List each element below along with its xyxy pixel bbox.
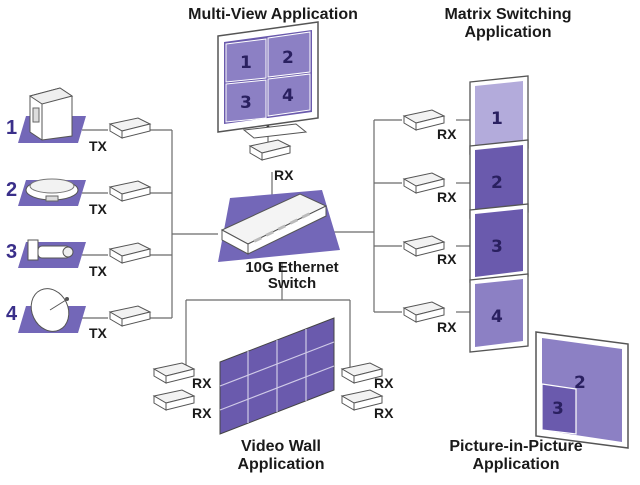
- svg-text:1: 1: [491, 109, 503, 129]
- rx-label: RX: [437, 189, 457, 205]
- rx-box: [340, 362, 384, 384]
- rx-label: RX: [374, 405, 394, 421]
- rx-box: [402, 235, 446, 257]
- videowall-title-line1: Video Wall: [240, 438, 321, 455]
- tx-label: TX: [89, 201, 107, 217]
- matrix-display-2: 2: [469, 139, 529, 219]
- multiview-cell-1: 1: [225, 38, 267, 83]
- multiview-cell-2: 2: [267, 31, 311, 78]
- media-player-icon: [25, 178, 79, 202]
- matrix-title-line1: Matrix Switching: [444, 6, 572, 23]
- svg-text:3: 3: [240, 93, 252, 113]
- pip-main-label: 2: [574, 373, 586, 393]
- rx-label: RX: [437, 126, 457, 142]
- multiview-cell-label: 1: [240, 53, 252, 73]
- rx-box: [152, 362, 196, 384]
- switch-title-line2: Switch: [267, 275, 317, 292]
- svg-text:4: 4: [282, 86, 294, 106]
- pip-title-line2: Application: [472, 456, 560, 473]
- computer-tower-icon: [28, 87, 74, 141]
- switch-title-line1: 10G Ethernet: [245, 259, 339, 276]
- security-camera-icon: [27, 239, 74, 261]
- ethernet-switch: [218, 190, 340, 262]
- source-number: 4: [6, 303, 18, 325]
- tx-box: [108, 180, 152, 202]
- matrix-display-1: 1: [469, 75, 529, 155]
- source-number: 1: [6, 117, 18, 139]
- rx-box: [248, 139, 292, 161]
- tx-box: [108, 242, 152, 264]
- matrix-display-4: 4: [469, 273, 529, 353]
- rx-box: [152, 389, 196, 411]
- multiview-monitor: 1 2 3 4: [217, 21, 319, 139]
- matrix-rx-boxes: [402, 109, 446, 323]
- pip-monitor: 2 3: [535, 331, 629, 449]
- tx-label: TX: [89, 263, 107, 279]
- multiview-title: Multi-View Application: [188, 6, 358, 23]
- svg-text:2: 2: [282, 48, 294, 68]
- pip-title-line1: Picture-in-Picture: [449, 438, 583, 455]
- rx-label: RX: [192, 405, 212, 421]
- tx-label: TX: [89, 325, 107, 341]
- rx-label: RX: [192, 375, 212, 391]
- satellite-dish-icon: [30, 288, 70, 332]
- tx-box: [108, 117, 152, 139]
- rx-label: RX: [374, 375, 394, 391]
- matrix-display-3: 3: [469, 203, 529, 283]
- tx-label: TX: [89, 138, 107, 154]
- videowall-title-line2: Application: [237, 456, 325, 473]
- svg-text:2: 2: [491, 173, 503, 193]
- rx-box: [402, 109, 446, 131]
- rx-box: [402, 172, 446, 194]
- rx-label: RX: [274, 167, 294, 183]
- matrix-displays: 1 2 3 4: [469, 75, 529, 353]
- rx-box: [340, 389, 384, 411]
- multiview-cell-3: 3: [225, 79, 267, 123]
- source-number: 2: [6, 179, 18, 201]
- source-devices: [18, 87, 152, 333]
- source-number: 3: [6, 241, 18, 263]
- matrix-title-line2: Application: [464, 24, 552, 41]
- pip-inset-screen: [541, 383, 577, 435]
- rx-label: RX: [437, 319, 457, 335]
- svg-text:3: 3: [491, 237, 503, 257]
- rx-box: [402, 301, 446, 323]
- rx-label: RX: [437, 251, 457, 267]
- pip-inset-label: 3: [552, 399, 564, 419]
- video-wall: [219, 317, 335, 435]
- videowall-rx-boxes: [152, 362, 384, 411]
- tx-box: [108, 305, 152, 327]
- multiview-cell-4: 4: [267, 73, 311, 117]
- svg-text:4: 4: [491, 307, 503, 327]
